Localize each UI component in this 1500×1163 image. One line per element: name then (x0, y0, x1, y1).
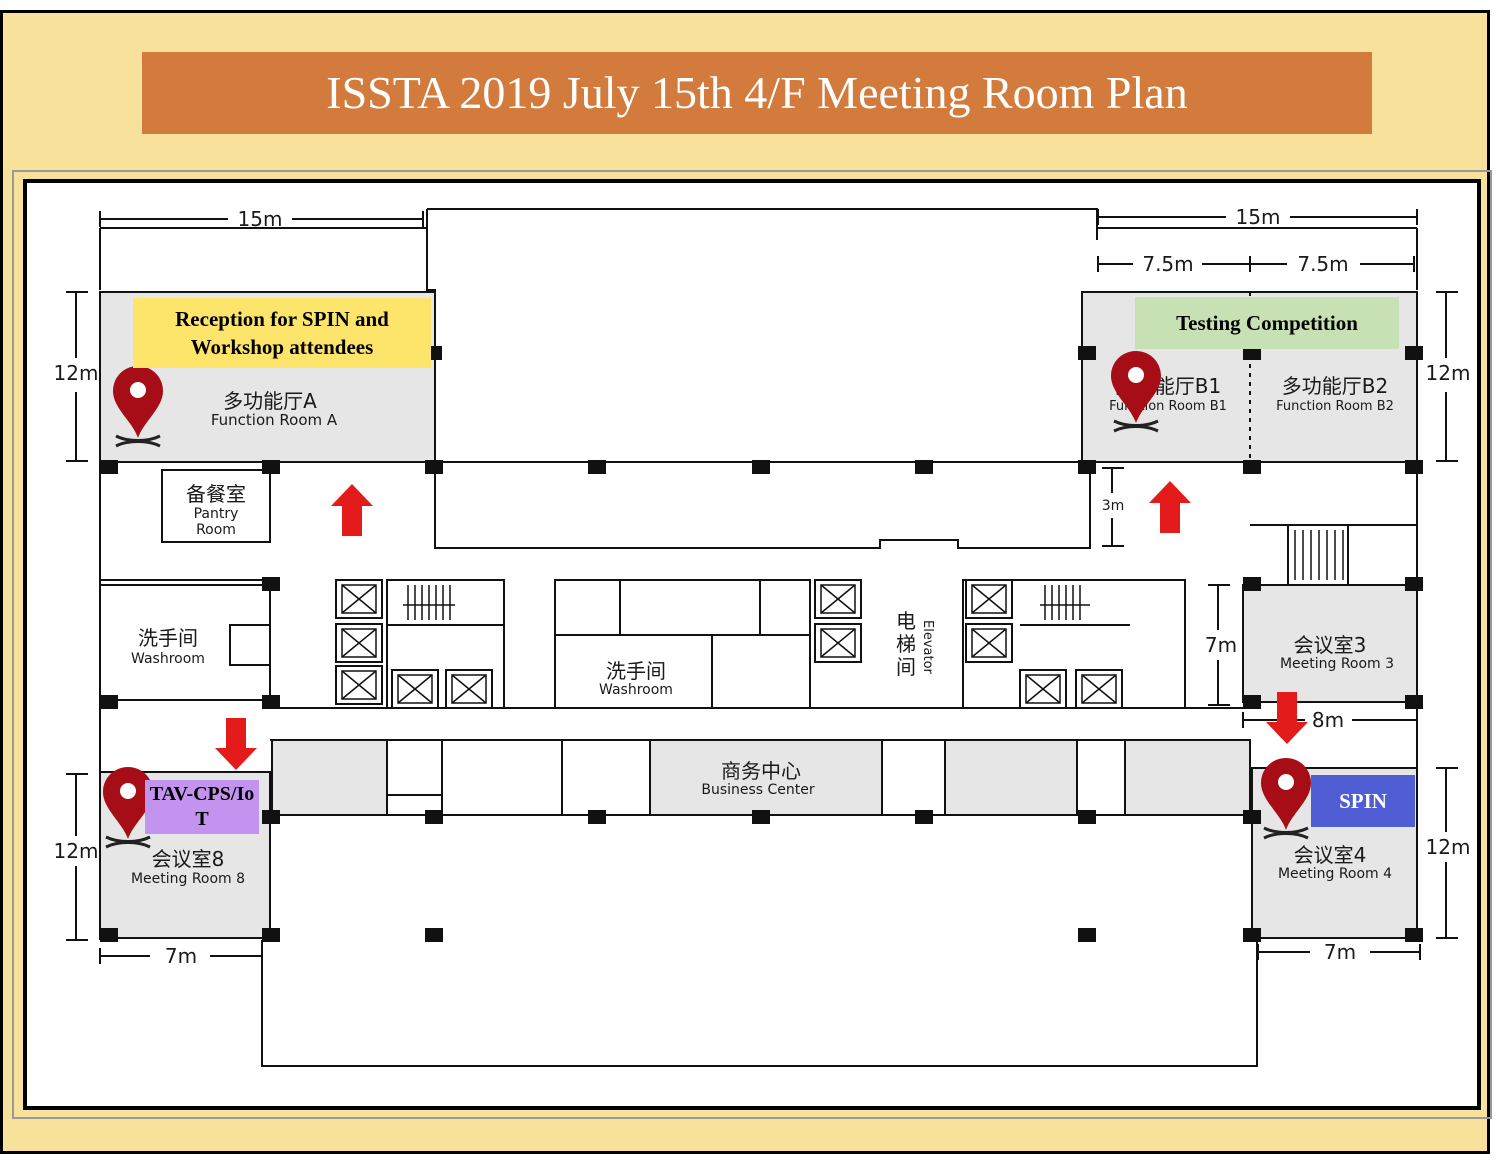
pantry-en-line1: Pantry (194, 506, 239, 522)
dim-corridor-gap: 3m (1102, 498, 1125, 514)
meeting-room-4-cn: 会议室4 (1294, 843, 1367, 867)
meeting-room-8-cn: 会议室8 (152, 847, 225, 871)
dim-b1: 7.5m (1142, 252, 1193, 276)
washroom-left-cn: 洗手间 (138, 626, 198, 650)
meeting-room-3-cn: 会议室3 (1294, 633, 1367, 657)
dim-meeting3-height: 7m (1205, 633, 1237, 657)
dim-right-b-height: 12m (1426, 361, 1471, 385)
function-room-b2-cn: 多功能厅B2 (1282, 374, 1388, 398)
function-room-b2-en: Function Room B2 (1276, 399, 1394, 414)
pantry-en-line2: Room (196, 522, 236, 538)
meeting-room-3 (1242, 584, 1418, 703)
washroom-left-en: Washroom (131, 651, 205, 667)
page-title: ISSTA 2019 July 15th 4/F Meeting Room Pl… (142, 52, 1372, 134)
meeting-room-8-en: Meeting Room 8 (131, 871, 245, 887)
pantry-cn: 备餐室 (186, 482, 246, 506)
washroom-mid-cn: 洗手间 (606, 659, 666, 683)
meeting-room-3-en: Meeting Room 3 (1280, 656, 1394, 672)
meeting-room-4-en: Meeting Room 4 (1278, 866, 1392, 882)
testing-competition-callout: Testing Competition (1135, 297, 1399, 349)
function-room-a-cn: 多功能厅A (223, 389, 317, 413)
dim-meeting4-width: 8m (1312, 708, 1344, 732)
reception-callout: Reception for SPIN and Workshop attendee… (133, 298, 431, 368)
pantry-room (161, 469, 271, 543)
elevator-cn-2: 梯 (896, 632, 916, 656)
elevator-en: Elevator (920, 620, 935, 675)
dim-top-right: 15m (1236, 205, 1281, 229)
business-center-en: Business Center (701, 782, 815, 798)
elevator-cn-3: 间 (896, 655, 916, 679)
dim-room8-height: 12m (54, 839, 99, 863)
business-center-cn: 商务中心 (721, 759, 801, 783)
tav-cps-iot-callout: TAV-CPS/IoT (145, 780, 259, 834)
dim-left-a-height: 12m (54, 361, 99, 385)
elevator-cn-1: 电 (896, 609, 916, 633)
business-center (649, 739, 883, 816)
dim-b2: 7.5m (1297, 252, 1348, 276)
spin-callout: SPIN (1311, 775, 1415, 827)
dim-room4-height: 12m (1426, 835, 1471, 859)
dim-top-left: 15m (238, 207, 283, 231)
dim-room4-width: 7m (1324, 940, 1356, 964)
function-room-a-en: Function Room A (211, 411, 338, 429)
washroom-mid-en: Washroom (599, 682, 673, 698)
dim-room8-width: 7m (165, 944, 197, 968)
